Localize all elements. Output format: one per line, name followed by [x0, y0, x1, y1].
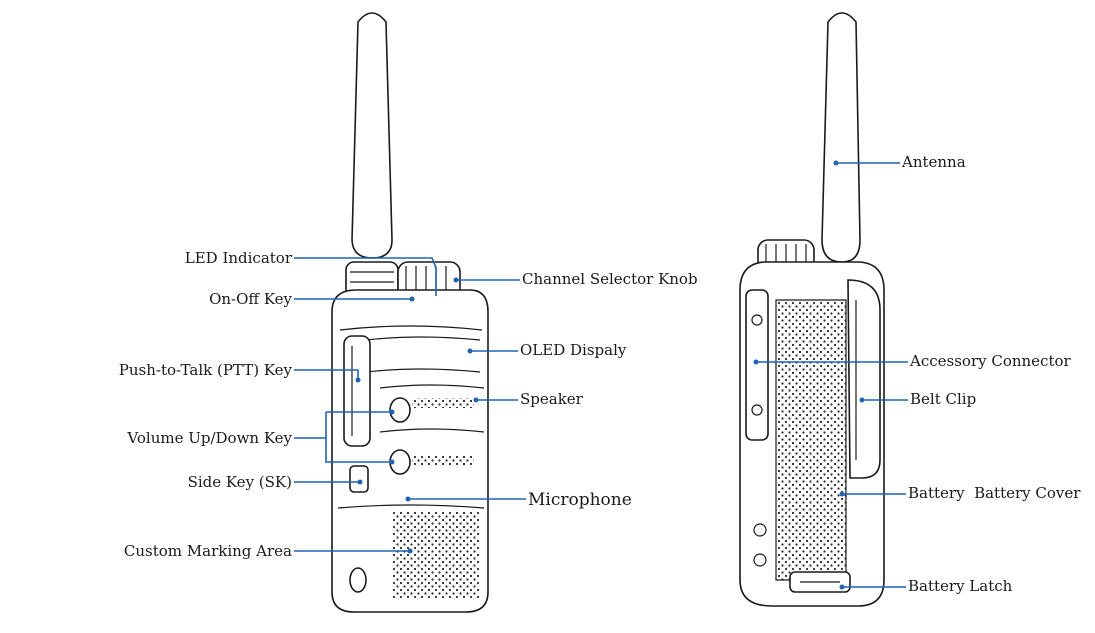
back-belt-clip-shape [847, 279, 881, 479]
label-ptt-key: Push-to-Talk (PTT) Key [119, 361, 293, 379]
label-led-indicator: LED Indicator [185, 249, 293, 267]
front-leader-lines [294, 257, 526, 554]
label-battery-cover: Battery Battery Cover [908, 484, 1081, 502]
label-side-key: Side Key (SK) [188, 473, 292, 491]
label-channel-selector-knob: Channel Selector Knob [522, 270, 698, 288]
back-antenna [821, 12, 861, 263]
front-ptt-key-shape [343, 335, 371, 447]
front-marking-dots [392, 512, 480, 598]
label-on-off-key: On-Off Key [209, 290, 292, 308]
label-antenna: Antenna [901, 153, 966, 171]
leader-ptt-key [294, 369, 359, 380]
front-labels: LED Indicator On-Off Key Push-to-Talk (P… [119, 249, 698, 560]
label-oled-display: OLED Dispaly [520, 341, 627, 359]
label-belt-clip: Belt Clip [910, 390, 976, 408]
front-radio-illustration [331, 12, 489, 613]
back-battery-dots [776, 300, 846, 580]
label-speaker: Speaker [520, 390, 584, 408]
back-accessory-panel [745, 289, 769, 441]
label-battery-latch: Battery Latch [908, 577, 1013, 595]
label-microphone: Microphone [528, 490, 632, 510]
back-labels: Antenna Accessory Connector Belt Clip Ba… [901, 153, 1081, 595]
label-volume-key: Volume Up/Down Key [126, 429, 292, 447]
leader-volume-key [294, 411, 392, 463]
label-accessory-connector: Accessory Connector [909, 352, 1072, 370]
front-speaker-grille [412, 398, 474, 466]
label-custom-marking-area: Custom Marking Area [124, 542, 292, 560]
leader-led-indicator [294, 257, 437, 296]
back-leader-lines [753, 160, 908, 590]
back-radio-illustration [739, 12, 885, 607]
front-antenna [351, 12, 393, 259]
front-side-key-shape [349, 465, 369, 493]
